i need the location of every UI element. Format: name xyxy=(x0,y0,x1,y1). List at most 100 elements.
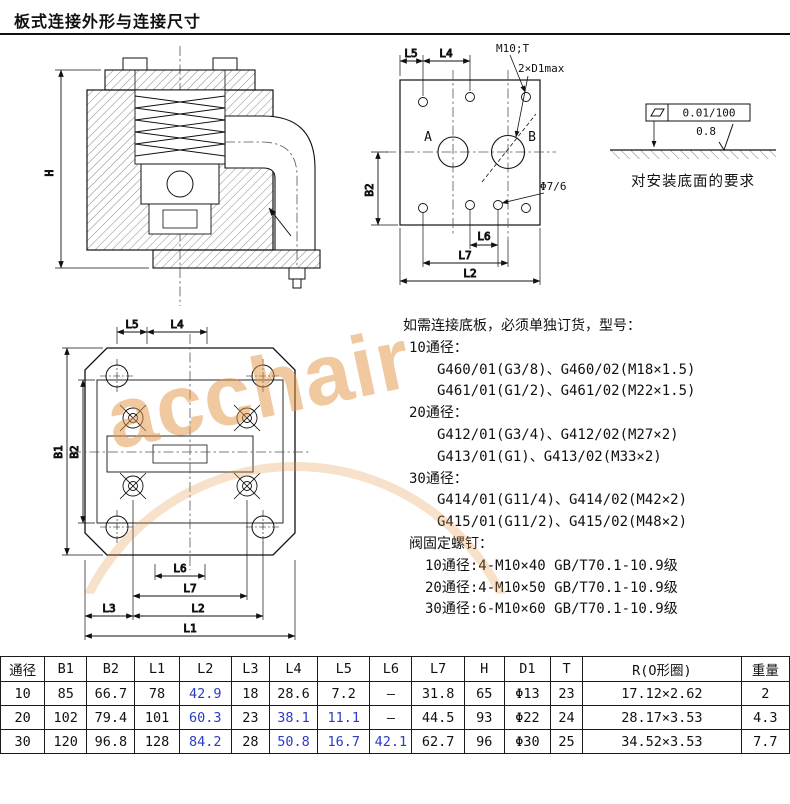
flatness-symbol-icon xyxy=(650,108,665,117)
table-cell: 2 xyxy=(740,681,790,706)
table-cell: 34.52×3.53 xyxy=(582,729,742,754)
table-cell: 25 xyxy=(549,729,584,754)
front-section-view-drawing: H xyxy=(43,46,321,306)
table-cell: 102 xyxy=(44,705,88,730)
table-header-cell: B1 xyxy=(44,656,88,682)
table-header-cell: 重量 xyxy=(740,656,790,682)
table-cell: 78 xyxy=(134,681,180,706)
table-cell: 28.6 xyxy=(268,681,319,706)
table-cell: 120 xyxy=(44,729,88,754)
table-cell: 85 xyxy=(44,681,88,706)
table-header-cell: L2 xyxy=(178,656,232,682)
table-header-cell: L6 xyxy=(369,656,413,682)
table-cell: 93 xyxy=(463,705,505,730)
ordering-model-line: G460/01(G3/8)、G460/02(M18×1.5) xyxy=(437,361,696,378)
table-cell: 101 xyxy=(134,705,180,730)
ordering-group-heading: 10通径： xyxy=(409,339,468,356)
thread-callout-m10t: M10;T xyxy=(496,42,529,55)
page-title: 板式连接外形与连接尺寸 xyxy=(14,14,202,31)
ordering-group-heading: 20通径： xyxy=(409,405,468,422)
ordering-model-line: G413/01(G1)、G413/02(M33×2) xyxy=(437,448,662,465)
valve-body-section xyxy=(86,46,321,306)
dim-label-l4: L4 xyxy=(170,318,184,331)
table-cell: 17.12×2.62 xyxy=(582,681,742,706)
dim-label-l5: L5 xyxy=(125,318,138,331)
table-header-cell: L1 xyxy=(134,656,180,682)
table-header-cell: H xyxy=(463,656,505,682)
table-cell: 11.1 xyxy=(317,705,371,730)
table-cell: 23 xyxy=(549,681,584,706)
table-cell: 60.3 xyxy=(178,705,232,730)
screw-spec-line: 30通径:6-M10×60 GB/T70.1-10.9级 xyxy=(425,601,678,618)
dim-label-l2: L2 xyxy=(191,602,204,615)
table-cell: Φ30 xyxy=(503,729,551,754)
dim-label-l3: L3 xyxy=(102,602,115,615)
table-header-cell: R(O形圈) xyxy=(582,656,742,682)
top-view-dimensions: L5 L4 B1 B2 L6 L7 L3 xyxy=(52,318,296,640)
dim-label-b2: B2 xyxy=(363,183,376,196)
dim-label-l6: L6 xyxy=(477,230,490,243)
table-header-cell: D1 xyxy=(503,656,551,682)
table-cell: 79.4 xyxy=(86,705,136,730)
table-header-cell: T xyxy=(549,656,584,682)
port-a-label: A xyxy=(424,130,432,145)
counterbored-holes xyxy=(119,404,261,500)
dim-label-l4: L4 xyxy=(439,47,453,60)
table-cell: 96 xyxy=(463,729,505,754)
dim-label-h: H xyxy=(43,170,56,177)
table-cell: 28 xyxy=(230,729,270,754)
table-cell: 44.5 xyxy=(411,705,465,730)
table-cell: 16.7 xyxy=(317,729,371,754)
hole-callout-phi76: Φ7/6 xyxy=(540,180,567,193)
ordering-model-line: G415/01(G11/2)、G415/02(M48×2) xyxy=(437,514,688,531)
screw-spec-line: 10通径:4-M10×40 GB/T70.1-10.9级 xyxy=(425,557,678,574)
table-header-cell: B2 xyxy=(86,656,136,682)
table-cell: 20 xyxy=(0,705,46,730)
dim-label-l7: L7 xyxy=(183,582,196,595)
flatness-requirement-drawing: 0.01/100 0.8 xyxy=(610,103,776,159)
table-cell: 7.7 xyxy=(740,729,790,754)
table-cell: 28.17×3.53 xyxy=(582,705,742,730)
body-outline xyxy=(71,334,309,570)
flatness-tolerance-value: 0.01/100 xyxy=(683,107,736,120)
screws-heading: 阀固定螺钉： xyxy=(409,535,493,552)
flatness-caption: 对安装底面的要求 xyxy=(631,174,755,190)
corner-bolt-holes xyxy=(100,359,280,544)
mounting-plate-drawing: A B M10;T 2×D1max Φ7/6 L5 L4 B2 xyxy=(363,42,567,285)
dim-label-b2: B2 xyxy=(68,445,81,458)
table-cell: 4.3 xyxy=(740,705,790,730)
table-header-row: 通径 B1 B2 L1 L2 L3 L4 L5 L6 L7 H D1 T R(O… xyxy=(0,656,790,682)
table-cell: 10 xyxy=(0,681,46,706)
table-header-cell: L3 xyxy=(230,656,270,682)
plate-outline xyxy=(386,70,556,240)
screw-spec-line: 20通径:4-M10×50 GB/T70.1-10.9级 xyxy=(425,579,678,596)
table-cell: 7.2 xyxy=(317,681,371,706)
table-cell: – xyxy=(369,681,413,706)
table-cell: 62.7 xyxy=(411,729,465,754)
table-cell: 84.2 xyxy=(178,729,232,754)
table-cell: 18 xyxy=(230,681,270,706)
bore-callout-d1max: 2×D1max xyxy=(518,62,565,75)
table-cell: 31.8 xyxy=(411,681,465,706)
table-cell: Φ13 xyxy=(503,681,551,706)
table-cell: 66.7 xyxy=(86,681,136,706)
table-cell: 65 xyxy=(463,681,505,706)
ordering-notes: 如需连接底板，必须单独订货，型号： 10通径： G460/01(G3/8)、G4… xyxy=(403,316,787,621)
ordering-intro: 如需连接底板，必须单独订货，型号： xyxy=(403,318,641,334)
dim-label-l7: L7 xyxy=(458,249,471,262)
table-cell: Φ22 xyxy=(503,705,551,730)
plate-labels: A B M10;T 2×D1max Φ7/6 xyxy=(424,42,567,204)
ordering-model-line: G461/01(G1/2)、G461/02(M22×1.5) xyxy=(437,383,696,400)
table-cell: 128 xyxy=(134,729,180,754)
tolerance-frame: 0.01/100 xyxy=(645,103,751,148)
plate-dimensions: L5 L4 B2 L6 L7 L2 xyxy=(363,47,541,285)
table-cell: 24 xyxy=(549,705,584,730)
ordering-model-line: G414/01(G11/4)、G414/02(M42×2) xyxy=(437,492,688,509)
table-cell: – xyxy=(369,705,413,730)
dim-label-l6: L6 xyxy=(173,562,186,575)
port-b-label: B xyxy=(528,130,536,145)
table-header-cell: 通径 xyxy=(0,656,46,682)
